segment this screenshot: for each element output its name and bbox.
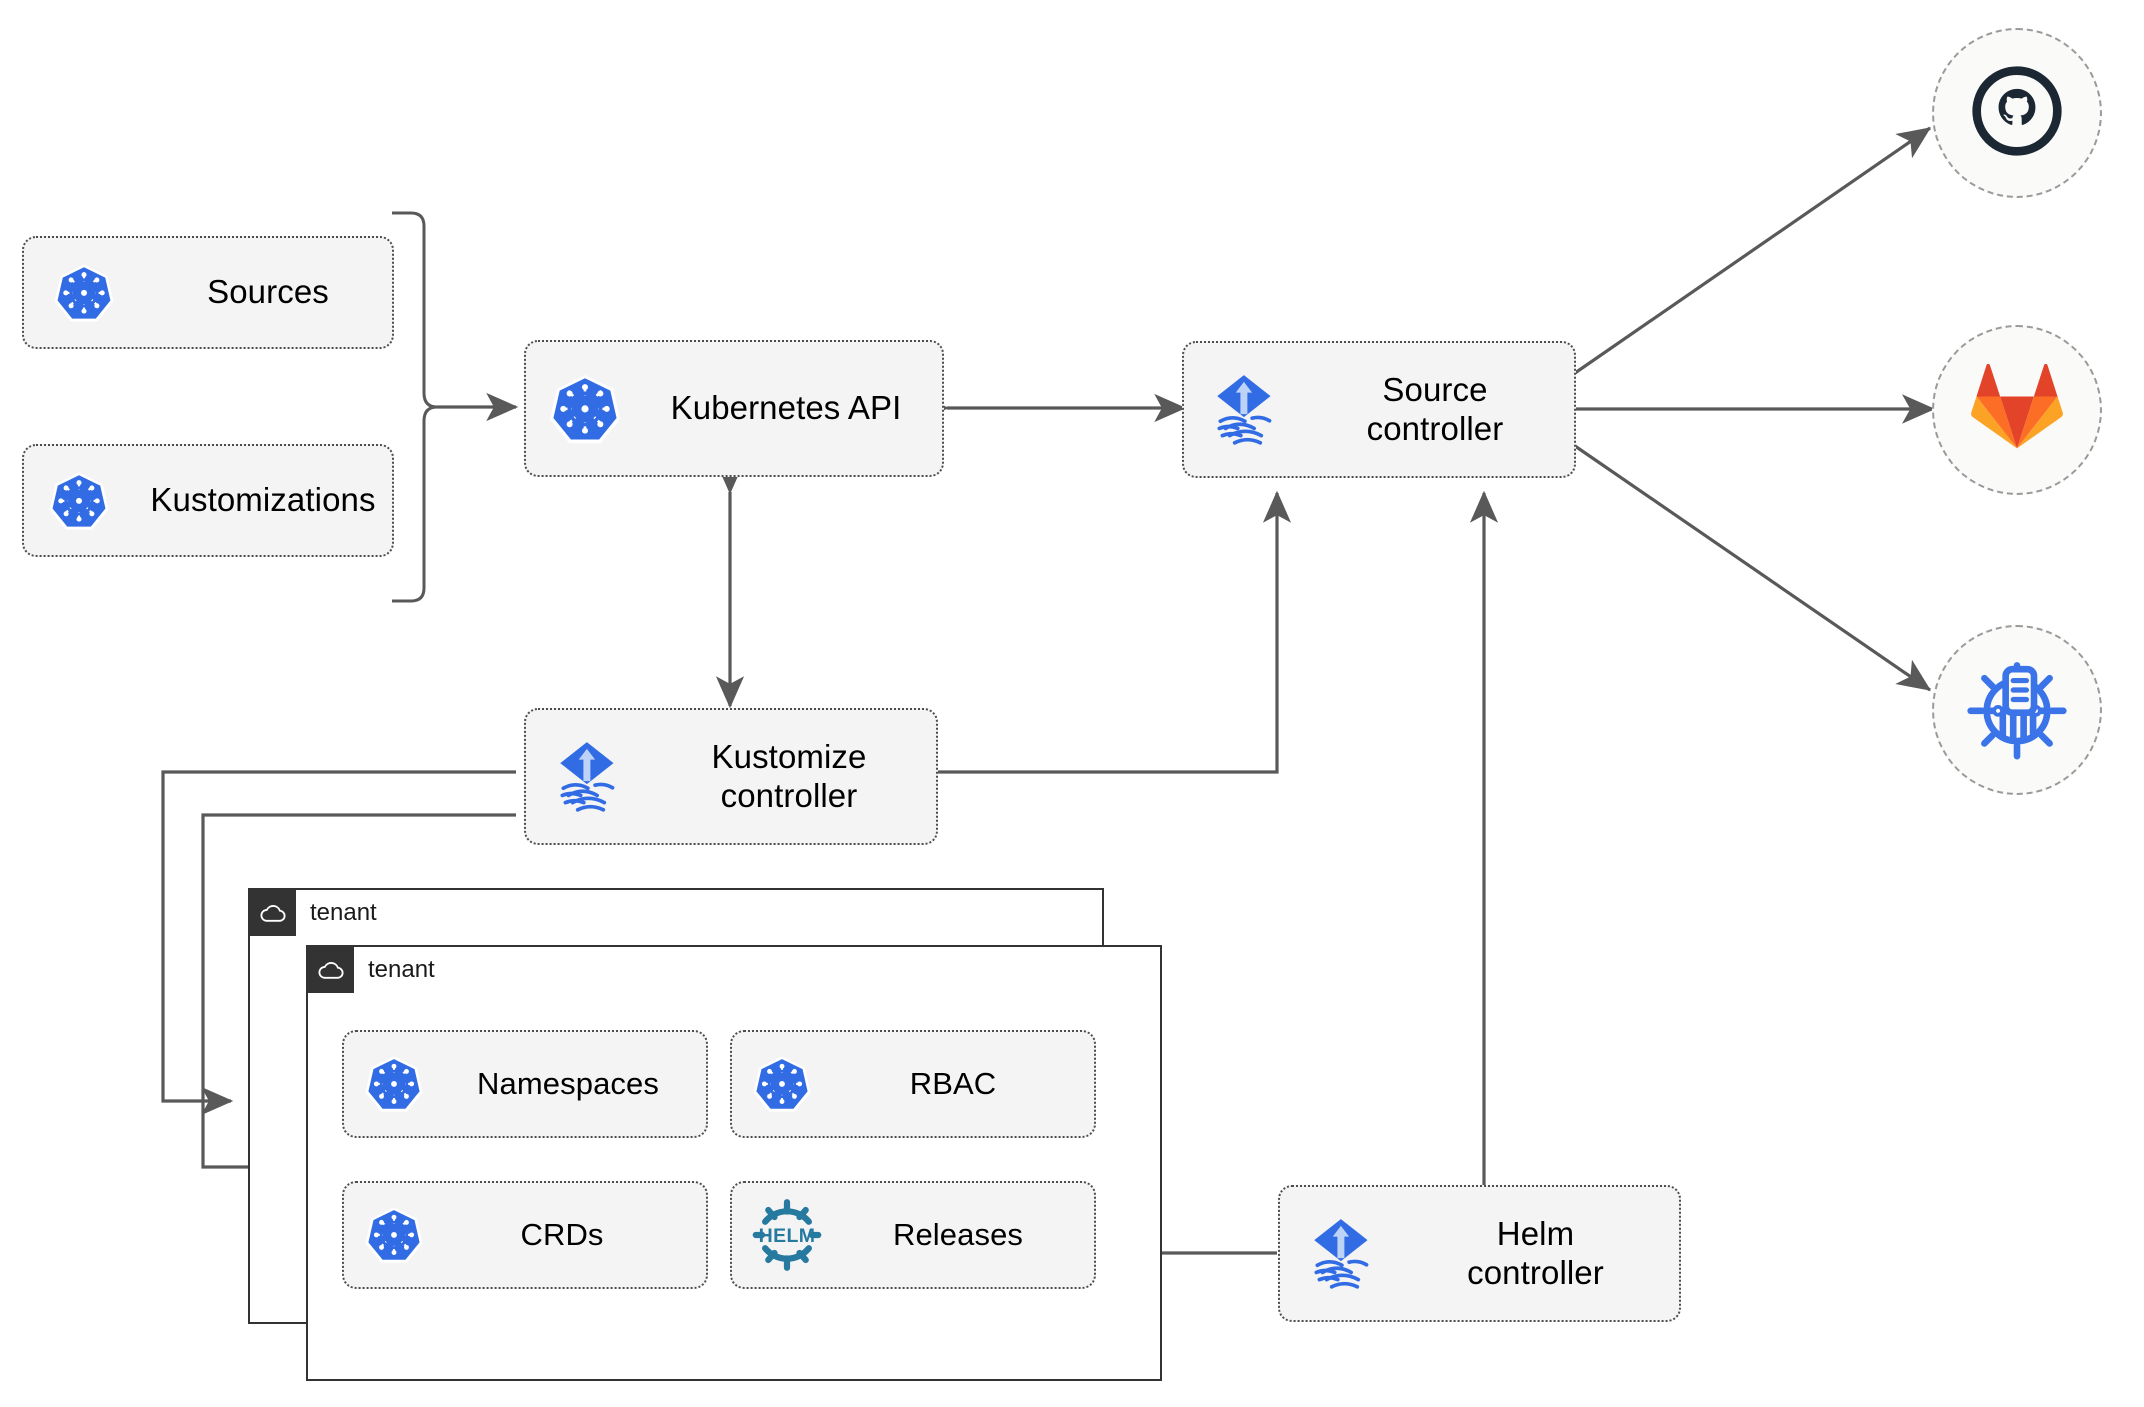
gitlab-icon	[1971, 363, 2063, 457]
tenant-label: tenant	[368, 956, 435, 983]
node-kubernetes-api[interactable]: Kubernetes API	[524, 340, 944, 477]
tenant-header: tenant	[308, 947, 435, 993]
node-rbac[interactable]: RBAC	[730, 1030, 1096, 1138]
registry-helm-repository[interactable]	[1932, 625, 2102, 795]
kubernetes-icon	[526, 372, 644, 446]
node-label: Helm controller	[1467, 1214, 1604, 1291]
node-kustomize-controller[interactable]: Kustomize controller	[524, 708, 938, 845]
node-sources[interactable]: Sources	[22, 236, 394, 349]
node-kustomizations[interactable]: Kustomizations	[22, 444, 394, 557]
node-namespaces[interactable]: Namespaces	[342, 1030, 708, 1138]
helm-icon: HELM	[732, 1196, 842, 1274]
node-label: RBAC	[909, 1065, 997, 1101]
node-label: Source controller	[1366, 370, 1504, 447]
registry-gitlab[interactable]	[1932, 325, 2102, 495]
tenant-label: tenant	[310, 899, 377, 926]
node-label: Releases	[892, 1216, 1024, 1252]
cloud-icon	[250, 890, 296, 936]
node-label: Kustomizations	[150, 481, 376, 519]
tenant-window-front[interactable]: tenant	[306, 945, 1162, 1381]
node-source-controller[interactable]: Source controller	[1182, 341, 1576, 478]
node-label: CRDs	[520, 1216, 604, 1252]
tenant-header: tenant	[250, 890, 377, 936]
flux-icon	[1280, 1213, 1410, 1295]
kubernetes-icon	[344, 1205, 444, 1265]
cloud-icon	[308, 947, 354, 993]
kubernetes-icon	[344, 1054, 444, 1114]
helm-repository-icon	[1965, 656, 2069, 765]
node-label: Kustomize controller	[711, 737, 867, 814]
node-label: Namespaces	[477, 1065, 659, 1101]
kubernetes-icon	[24, 262, 144, 324]
kubernetes-icon	[24, 470, 134, 532]
node-label: Sources	[207, 273, 329, 311]
node-crds[interactable]: CRDs	[342, 1181, 708, 1289]
flux-icon	[1184, 369, 1312, 451]
svg-text:HELM: HELM	[759, 1225, 816, 1247]
registry-github[interactable]	[1932, 28, 2102, 198]
node-helm-controller[interactable]: Helm controller	[1278, 1185, 1681, 1322]
flux-icon	[526, 736, 656, 818]
node-releases[interactable]: HELM Releases	[730, 1181, 1096, 1289]
kubernetes-icon	[732, 1054, 832, 1114]
github-icon	[1969, 63, 2065, 164]
node-label: Kubernetes API	[670, 389, 902, 427]
